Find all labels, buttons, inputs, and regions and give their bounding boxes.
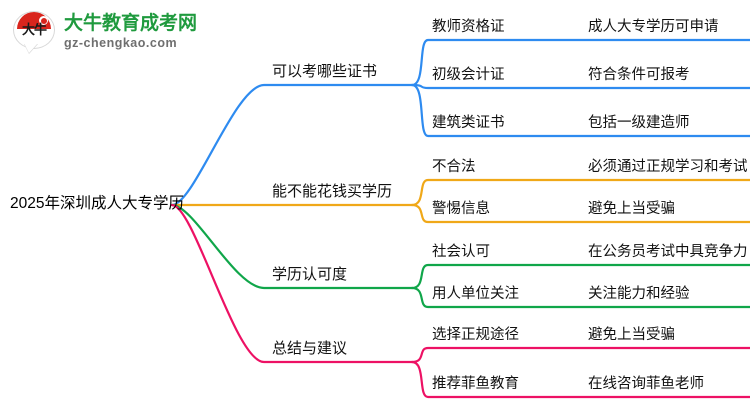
mindmap-detail-label-3-1[interactable]: 在公务员考试中具竞争力 xyxy=(588,244,748,260)
mindmap-branch-label-2[interactable]: 能不能花钱买学历 xyxy=(272,183,393,200)
logo-bubble-icon: 大牛 xyxy=(12,10,58,54)
mindmap-child-label-1-3[interactable]: 建筑类证书 xyxy=(432,115,505,131)
mindmap-detail-label-4-1[interactable]: 避免上当受骗 xyxy=(588,327,675,343)
mindmap-child-label-2-2[interactable]: 警惕信息 xyxy=(432,201,490,217)
site-logo: 大牛 大牛教育成考网 gz-chengkao.com xyxy=(12,6,212,58)
mindmap-detail-label-1-1[interactable]: 成人大专学历可申请 xyxy=(588,19,719,35)
mindmap-detail-label-1-3[interactable]: 包括一级建造师 xyxy=(588,115,690,131)
mindmap-child-label-4-1[interactable]: 选择正规途径 xyxy=(432,327,519,343)
logo-cap-dot-inner xyxy=(40,17,47,24)
mindmap-detail-label-2-2[interactable]: 避免上当受骗 xyxy=(588,201,675,217)
mindmap-detail-label-2-1[interactable]: 必须通过正规学习和考试 xyxy=(588,159,748,175)
mindmap-child-label-1-1[interactable]: 教师资格证 xyxy=(432,19,505,35)
mindmap-child-label-3-2[interactable]: 用人单位关注 xyxy=(432,286,519,302)
logo-subtitle-url: gz-chengkao.com xyxy=(64,36,178,50)
mindmap-child-label-1-2[interactable]: 初级会计证 xyxy=(432,67,505,83)
mindmap-branch-label-1[interactable]: 可以考哪些证书 xyxy=(272,63,378,80)
mindmap-root-label[interactable]: 2025年深圳成人大专学历 xyxy=(10,195,184,212)
logo-text-block: 大牛教育成考网 gz-chengkao.com xyxy=(64,13,197,51)
mindmap-branch-label-3[interactable]: 学历认可度 xyxy=(272,266,348,283)
mindmap-detail-label-4-2[interactable]: 在线咨询菲鱼老师 xyxy=(588,376,704,392)
mindmap-detail-label-1-2[interactable]: 符合条件可报考 xyxy=(588,67,690,83)
logo-mark-text: 大牛 xyxy=(21,22,47,37)
mindmap-detail-label-3-2[interactable]: 关注能力和经验 xyxy=(588,286,690,302)
logo-title: 大牛教育成考网 xyxy=(64,13,198,34)
mindmap-child-label-2-1[interactable]: 不合法 xyxy=(432,159,476,175)
mindmap-child-label-4-2[interactable]: 推荐菲鱼教育 xyxy=(432,376,519,392)
logo-bubble-tail xyxy=(24,43,38,53)
mindmap-child-label-3-1[interactable]: 社会认可 xyxy=(432,244,490,260)
mindmap-branch-label-4[interactable]: 总结与建议 xyxy=(272,340,348,357)
